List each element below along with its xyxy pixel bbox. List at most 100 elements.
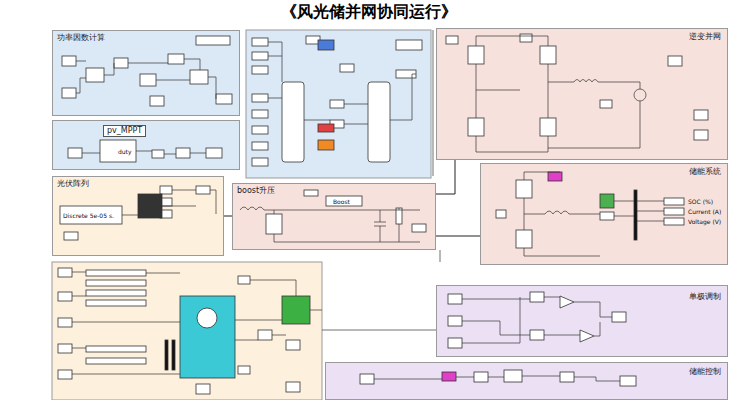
simulink-rect bbox=[190, 70, 208, 84]
subsystem-panel: 储能控制 bbox=[325, 362, 728, 400]
simulink-rect bbox=[436, 285, 728, 357]
simulink-rect bbox=[172, 340, 175, 370]
simulink-rect bbox=[530, 292, 544, 302]
simulink-rect bbox=[62, 56, 76, 66]
simulink-rect bbox=[160, 186, 172, 194]
blocks bbox=[58, 34, 708, 394]
simulink-rect bbox=[694, 130, 708, 140]
simulink-rect bbox=[612, 312, 626, 322]
simulink-rect bbox=[138, 194, 162, 218]
simulink-rect bbox=[176, 148, 190, 158]
simulink-path bbox=[524, 172, 664, 256]
bus-wire bbox=[436, 236, 480, 237]
panel-grounds bbox=[52, 28, 728, 400]
signal-label: Boost bbox=[333, 198, 350, 205]
simulink-rect bbox=[68, 148, 82, 158]
simulink-rect bbox=[238, 276, 250, 284]
simulink-rect bbox=[86, 358, 146, 364]
simulink-rect bbox=[600, 100, 612, 108]
simulink-path bbox=[548, 80, 640, 149]
panel-heading: 单极调制 bbox=[689, 292, 721, 302]
subsystem-panel: 逆变并网 bbox=[436, 28, 728, 160]
simulink-rect bbox=[252, 66, 268, 74]
simulink-rect bbox=[58, 318, 72, 327]
simulink-path bbox=[82, 151, 206, 154]
simulink-rect bbox=[58, 370, 72, 379]
simulink-rect bbox=[446, 36, 458, 44]
simulink-rect bbox=[86, 346, 146, 352]
simulink-rect bbox=[448, 338, 462, 348]
simulink-rect bbox=[520, 34, 532, 42]
simulink-path bbox=[76, 59, 216, 99]
wire-line bbox=[224, 216, 232, 217]
simulink-rect bbox=[252, 38, 268, 46]
simulink-rect bbox=[442, 372, 456, 381]
signal-label: Voltage (V) bbox=[688, 218, 721, 225]
simulink-rect bbox=[246, 30, 431, 178]
panel-heading: 功率因数计算 bbox=[57, 33, 105, 43]
simulink-rect bbox=[86, 280, 146, 286]
simulink-rect bbox=[368, 82, 390, 162]
simulink-circle bbox=[634, 89, 646, 101]
simulink-rect bbox=[326, 196, 362, 206]
simulink-rect bbox=[232, 183, 436, 250]
simulink-rect bbox=[474, 372, 488, 382]
simulink-rect bbox=[52, 176, 224, 256]
simulink-rect bbox=[480, 163, 728, 265]
simulink-rect bbox=[304, 190, 318, 196]
simulink-rect bbox=[516, 180, 532, 198]
simulink-rect bbox=[266, 214, 282, 234]
simulink-rect bbox=[252, 52, 268, 60]
simulink-rect bbox=[286, 382, 300, 392]
simulink-rect bbox=[325, 362, 728, 400]
simulink-rect bbox=[694, 110, 708, 120]
simulink-rect bbox=[64, 232, 78, 240]
simulink-rect bbox=[180, 296, 235, 378]
simulink-rect bbox=[196, 186, 210, 194]
simulink-path bbox=[374, 376, 620, 381]
simulink-rect bbox=[516, 230, 532, 248]
simulink-rect bbox=[238, 366, 250, 374]
diagram-title: 《风光储并网协同运行》 bbox=[281, 2, 457, 22]
panel-heading: 储能系统 bbox=[689, 167, 721, 177]
simulink-rect bbox=[196, 36, 230, 45]
wire-line bbox=[436, 236, 480, 237]
simulink-rect bbox=[252, 158, 268, 166]
simulink-rect bbox=[396, 40, 422, 50]
simulink-rect bbox=[52, 262, 322, 400]
bus-wire bbox=[436, 160, 455, 194]
simulink-rect bbox=[340, 64, 354, 72]
simulink-rect bbox=[664, 218, 684, 225]
signal-label: Current (A) bbox=[688, 208, 721, 215]
simulink-rect bbox=[330, 100, 344, 108]
simulink-rect bbox=[150, 96, 164, 106]
simulink-path bbox=[476, 36, 574, 152]
simulink-path bbox=[240, 207, 420, 242]
simulink-rect bbox=[530, 330, 544, 340]
wires bbox=[72, 30, 664, 381]
panel-heading: 逆变并网 bbox=[689, 32, 721, 42]
simulink-rect bbox=[196, 384, 210, 394]
simulink-rect bbox=[436, 28, 728, 160]
simulink-rect bbox=[252, 94, 268, 102]
simulink-path bbox=[122, 190, 216, 215]
simulink-rect bbox=[318, 124, 334, 132]
simulink-rect bbox=[496, 210, 506, 218]
simulink-rect bbox=[206, 148, 222, 158]
simulink-rect bbox=[86, 290, 146, 296]
simulink-rect bbox=[318, 40, 334, 50]
simulink-rect bbox=[360, 374, 374, 384]
simulink-rect bbox=[58, 292, 72, 301]
simulink-rect bbox=[114, 58, 128, 68]
simulink-path bbox=[322, 30, 440, 330]
signal-label: Discrete 5e-05 s. bbox=[63, 212, 114, 219]
simulink-rect bbox=[634, 190, 637, 240]
simulink-rect bbox=[448, 316, 462, 326]
simulink-rect bbox=[52, 30, 240, 116]
simulink-polygon bbox=[580, 330, 594, 342]
subsystem-panel: boost升压 bbox=[232, 183, 436, 250]
simulink-rect bbox=[548, 172, 562, 181]
simulink-rect bbox=[86, 270, 146, 276]
